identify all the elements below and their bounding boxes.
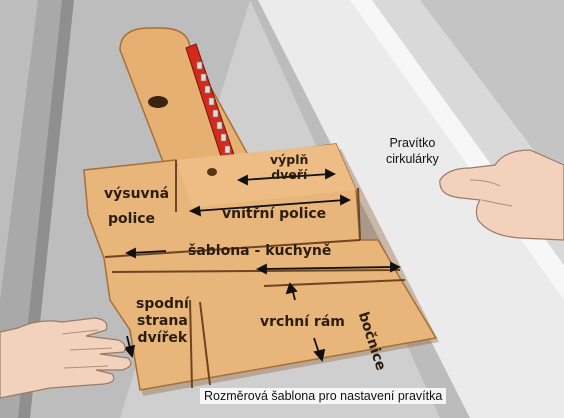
annotation-pravitko-line2: cirkulárky xyxy=(386,152,439,166)
miter-slot-left-groove xyxy=(18,0,74,418)
right-hand xyxy=(439,149,564,241)
label-vypln-dveri-line2: dveří xyxy=(271,167,308,182)
label-vypln-dveri: výplň dveří xyxy=(270,152,308,182)
label-sablona: šablona - kuchyně xyxy=(188,243,332,259)
right-hand-fingers xyxy=(469,179,513,207)
label-spodni-line3: dvířek xyxy=(137,330,188,346)
label-vrchni-ram: vrchní rám xyxy=(260,314,345,330)
rip-fence xyxy=(258,0,564,418)
template-hole xyxy=(207,168,217,176)
label-vnitrni-police: vnitřní police xyxy=(222,206,327,222)
blade-teeth xyxy=(196,61,231,154)
board-hole xyxy=(148,96,168,108)
left-hand xyxy=(0,317,132,399)
label-spodni-line1: spodní xyxy=(136,296,189,312)
label-vypln-dveri-line1: výplň xyxy=(270,152,309,167)
label-spodni-strana-dvirek: spodní strana dvířek xyxy=(136,296,189,347)
dimension-arrows xyxy=(123,168,402,362)
label-vysuvna-police-line2: police xyxy=(108,211,156,227)
label-spodni-line2: strana xyxy=(136,313,188,329)
annotation-pravitko: Pravítko cirkulárky xyxy=(386,135,439,167)
rail-right xyxy=(420,0,564,190)
label-vysuvna-police-line1: výsuvná xyxy=(104,186,170,202)
diagram-caption: Rozměrová šablona pro nastavení pravítka xyxy=(200,388,447,404)
label-vysuvna-police: výsuvná police xyxy=(104,186,169,228)
annotation-pravitko-line1: Pravítko xyxy=(389,136,436,150)
template-upper-panel xyxy=(176,144,356,207)
template-cut-lines xyxy=(104,160,406,389)
left-hand-fingers xyxy=(61,329,113,369)
